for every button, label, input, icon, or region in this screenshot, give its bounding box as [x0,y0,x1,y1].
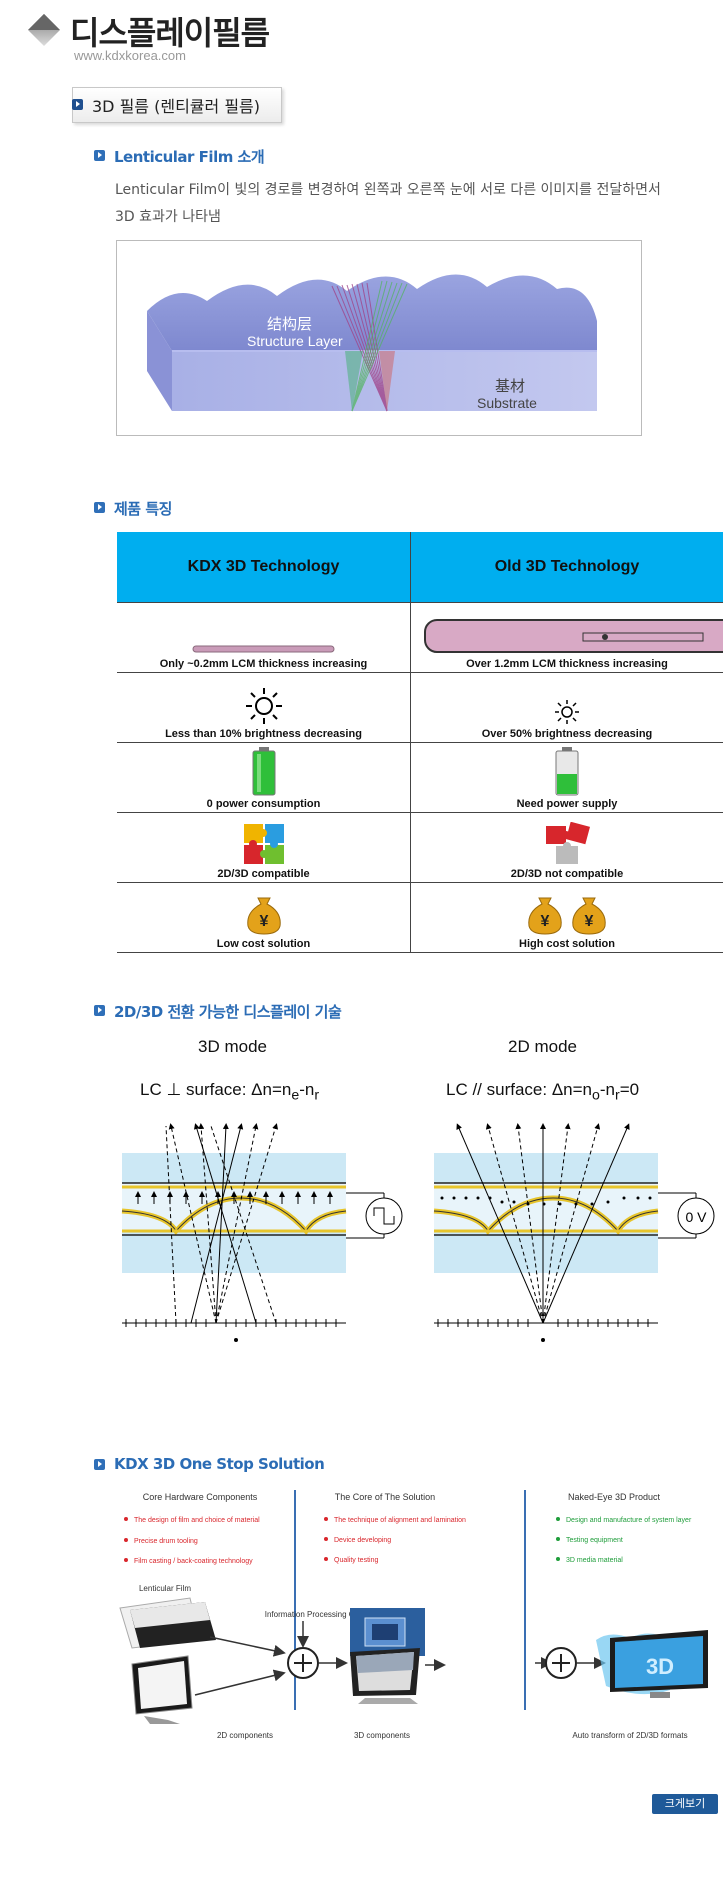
onestop-section-title: KDX 3D One Stop Solution [114,1455,325,1473]
money-bag-icon: ¥ [246,897,281,935]
old-brightness-text: Over 50% brightness decreasing [481,728,653,740]
lc-3d-sub-e: e [291,1087,300,1104]
col3-item-1: Design and manufacture of system layer [566,1517,692,1524]
section-bullet-icon [94,1005,105,1016]
section-bullet-icon [94,1459,105,1470]
chip-icon [350,1608,425,1656]
table-row: 2D/3D compatible 2D/3D not compatible [117,812,723,883]
lc-3d-mid: -n [299,1080,315,1099]
thin-film-icon [192,645,335,653]
zoom-button[interactable]: 크게보기 [652,1794,718,1814]
lenticular-film-label: Lenticular Film [139,1584,191,1593]
lenticular-film-sheet-icon [119,1597,216,1649]
thick-film-icon [424,619,723,653]
yen-symbol: ¥ [541,913,550,930]
monitor-3d-icon [350,1648,420,1704]
yen-symbol: ¥ [585,913,594,930]
old-compat-text: 2D/3D not compatible [510,868,624,880]
lc-2d-sub-r: r [615,1087,620,1104]
lc-3d-sub-r: r [314,1087,320,1104]
components-3d-label: 3D components [354,1731,410,1740]
kdx-cost-text: Low cost solution [216,938,311,950]
table-row: Less than 10% brightness decreasing Over… [117,672,723,743]
site-url: www.kdxkorea.com [74,48,186,63]
table-row: 0 power consumption Need power supply [117,742,723,813]
lc-3d-formula: LC ⊥ surface: Δn=ne-nr [140,1080,319,1103]
lenticular-diagram-frame: 结构层 Structure Layer 基材 Substrate [116,240,642,436]
voltage-source-icon [677,1197,715,1235]
components-2d-label: 2D components [217,1731,273,1740]
table-row: Only ~0.2mm LCM thickness increasing Ove… [117,602,723,673]
broken-puzzle-icon [546,822,590,864]
col1-title: Core Hardware Components [143,1492,258,1502]
lc-2d-prefix: LC // surface: Δn=n [446,1080,593,1099]
col3-item-3: 3D media material [566,1557,623,1564]
sun-icon [245,688,282,724]
auto-transform-label: Auto transform of 2D/3D formats [572,1731,687,1740]
kdx-compat-text: 2D/3D compatible [217,868,310,880]
color-puzzle-icon [243,824,284,864]
section-tab-label: 3D 필름 (렌티큘러 필름) [92,97,261,116]
lc-2d-suffix: =0 [619,1080,640,1099]
col1-item-3: Film casting / back-coating technology [134,1558,253,1565]
col2-title: The Core of The Solution [335,1492,435,1502]
structure-layer-en: Structure Layer [247,333,343,349]
diamond-logo-icon [28,14,60,46]
substrate-cn: 基材 [495,377,525,395]
col1-item-1: The design of film and choice of materia… [134,1517,260,1524]
structure-layer-cn: 结构层 [267,315,312,333]
monitor-2d-icon [131,1655,193,1724]
comparison-table: KDX 3D Technology Old 3D Technology Only… [117,532,723,953]
lenticular-intro: Lenticular Film이 빛의 경로를 변경하여 왼쪽과 오른쪽 눈에 … [115,177,675,231]
lc-2d-mid: -n [599,1080,616,1099]
page-title: 디스플레이필름 [70,14,270,52]
mode-2d-diagram: 0 V [433,1123,715,1342]
col3-title: Naked-Eye 3D Product [568,1492,661,1502]
header-old: Old 3D Technology [410,532,723,603]
header-kdx: KDX 3D Technology [117,532,411,603]
section-bullet-icon [94,150,105,161]
yen-symbol: ¥ [259,913,268,930]
lc-3d-prefix: LC ⊥ surface: Δn=n [140,1080,292,1099]
col2-item-3: Quality testing [334,1557,378,1564]
lc-2d-formula: LC // surface: Δn=no-nr=0 [446,1080,639,1103]
lc-2d-sub-o: o [592,1087,600,1104]
two-money-bags-icon: ¥ ¥ [528,897,606,935]
intro-line-2: 3D 효과가 나타냄 [115,209,221,225]
3d-tv-icon: 3D [596,1630,708,1698]
col2-item-1: The technique of alignment and laminatio… [334,1517,466,1524]
mode-3d-diagram [121,1123,403,1342]
chip-label: Information Processing Chip [265,1610,366,1619]
lenticular-diagram: 结构层 Structure Layer 基材 Substrate [147,274,597,412]
tab-bullet-icon [72,99,83,110]
substrate-en: Substrate [477,395,537,411]
table-header-row: KDX 3D Technology Old 3D Technology [117,532,723,603]
kdx-power-text: 0 power consumption [206,798,321,810]
features-section-title: 제품 특징 [114,500,172,518]
table-row: ¥ Low cost solution ¥ ¥ High cost soluti… [117,882,723,953]
switchable-section-title: 2D/3D 전환 가능한 디스플레이 기술 [114,1003,342,1021]
full-battery-icon [252,747,275,796]
mode-2d-label: 2D mode [508,1037,577,1056]
col2-item-2: Device developing [334,1537,391,1544]
intro-line-1: Lenticular Film이 빛의 경로를 변경하여 왼쪽과 오른쪽 눈에 … [115,182,661,198]
mode-3d-label: 3D mode [198,1037,267,1056]
old-thickness-text: Over 1.2mm LCM thickness increasing [466,658,668,670]
voltage-label: 0 V [685,1209,707,1225]
col1-item-2: Precise drum tooling [134,1538,198,1545]
section-bullet-icon [94,502,105,513]
tv-3d-badge: 3D [646,1654,674,1679]
col3-item-2: Testing equipment [566,1537,623,1544]
half-battery-icon [555,747,579,796]
onestop-diagram: Core Hardware Components The Core of The… [119,1490,708,1740]
kdx-thickness-text: Only ~0.2mm LCM thickness increasing [159,658,368,670]
section-tab [72,87,282,123]
lenticular-section-title: Lenticular Film 소개 [114,148,265,166]
old-power-text: Need power supply [516,798,618,810]
kdx-brightness-text: Less than 10% brightness decreasing [165,728,362,740]
old-cost-text: High cost solution [519,938,615,950]
small-sun-icon [555,700,579,724]
